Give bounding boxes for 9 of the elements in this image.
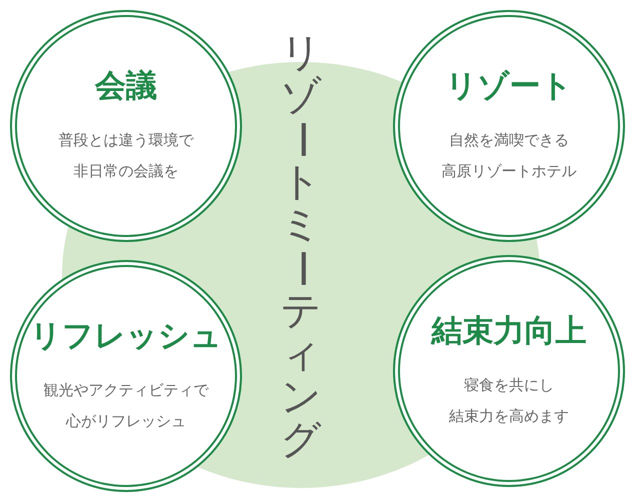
circle-description: 寝食を共にし結束力を高めます xyxy=(449,374,569,427)
vertical-title: リゾートミーティング xyxy=(278,32,324,462)
circle-description: 普段とは違う環境で非日常の会議を xyxy=(58,130,194,182)
circle-description: 観光やアクティビティで心がリフレッシュ xyxy=(44,380,208,432)
circle-heading: リゾート xyxy=(446,66,572,106)
circle-description: 自然を満喫できる高原リゾートホテル xyxy=(442,130,576,182)
circle-heading: リフレッシュ xyxy=(30,316,222,356)
circle-heading: 結束力向上 xyxy=(432,312,586,350)
circle-heading: 会議 xyxy=(95,66,157,106)
